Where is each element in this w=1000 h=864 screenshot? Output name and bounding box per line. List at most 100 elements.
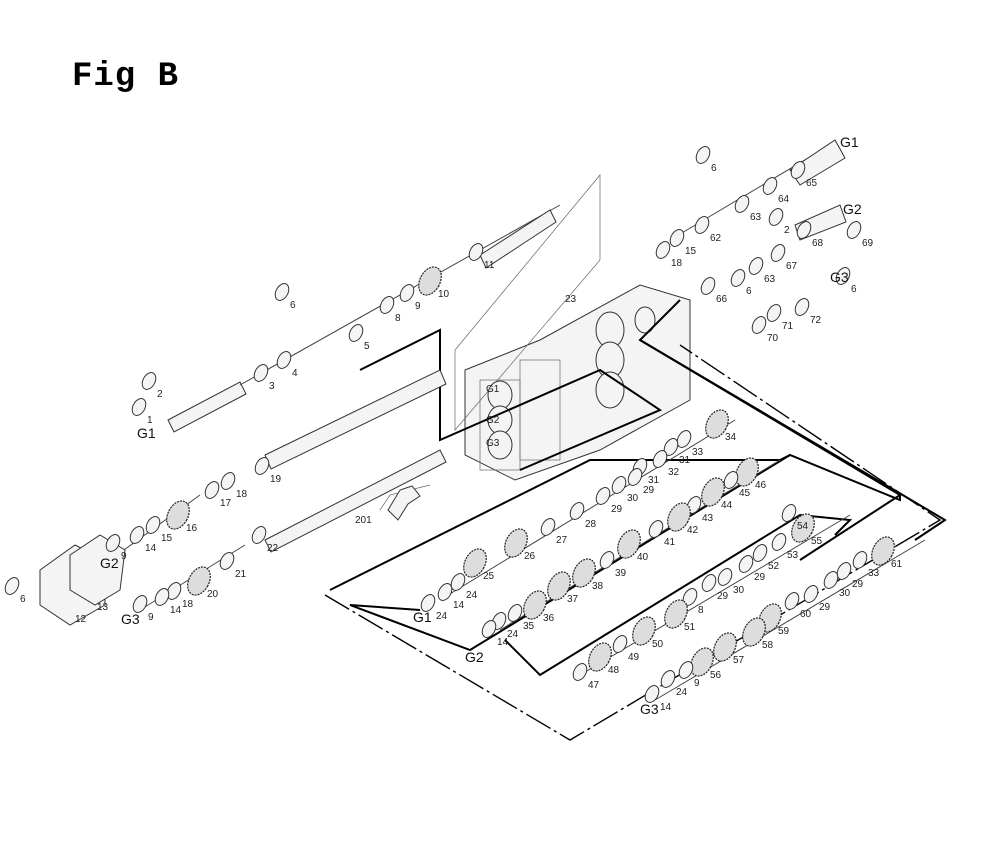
part-29 [836, 562, 852, 580]
part-14 [129, 526, 145, 544]
part-67 [770, 244, 786, 262]
callout-label: 6 [20, 594, 26, 605]
callout-label: 22 [267, 543, 279, 554]
part-26 [504, 528, 528, 558]
gasket-13 [69, 534, 126, 606]
callout-label: 6 [746, 286, 752, 297]
part-18 [166, 582, 182, 600]
callout-label: 53 [787, 550, 799, 561]
part-9 [399, 284, 415, 302]
part-9 [105, 534, 121, 552]
callout-label: 18 [182, 599, 194, 610]
part-20 [187, 566, 211, 596]
part-19 [254, 457, 270, 475]
part-14 [437, 583, 453, 601]
part-65 [790, 161, 806, 179]
figure-title: Fig B [72, 58, 180, 96]
part-25 [463, 548, 487, 578]
gearbox-housing [454, 174, 691, 481]
callout-label: 8 [698, 605, 704, 616]
part-14 [154, 588, 170, 606]
callout-label: 58 [762, 640, 774, 651]
callout-label: 46 [755, 480, 767, 491]
callout-label: 34 [725, 432, 737, 443]
part-28 [569, 502, 585, 520]
part-17 [204, 481, 220, 499]
part-55 [791, 513, 815, 543]
callout-label: 15 [161, 533, 173, 544]
shaft-19 [264, 369, 447, 470]
callout-label: 67 [786, 261, 798, 272]
callout-label: 27 [556, 535, 568, 546]
callout-label: 61 [891, 559, 903, 570]
part-62 [694, 216, 710, 234]
group-label: G1 [137, 425, 156, 441]
part-29 [803, 585, 819, 603]
part-29 [701, 574, 717, 592]
part-18 [220, 472, 236, 490]
callout-label: 21 [235, 569, 247, 580]
callout-label: 62 [710, 233, 722, 244]
part-47 [572, 663, 588, 681]
group-label: G2 [843, 201, 862, 217]
part-51 [664, 599, 688, 629]
callout-label: 5 [364, 341, 370, 352]
callout-label: 66 [716, 294, 728, 305]
part-6 [835, 267, 851, 285]
part-71 [766, 304, 782, 322]
part-29 [595, 487, 611, 505]
part-38 [572, 558, 596, 588]
part-24 [420, 594, 436, 612]
callout-label: 68 [812, 238, 824, 249]
callout-label: 2 [784, 225, 790, 236]
callout-label: 30 [733, 585, 745, 596]
callout-label: 70 [767, 333, 779, 344]
part-52 [752, 544, 768, 562]
part-6 [4, 577, 20, 595]
callout-label: 47 [588, 680, 600, 691]
group-label: G1 [486, 384, 500, 395]
group-label: G3 [830, 269, 849, 285]
callout-label: 4 [292, 368, 298, 379]
callout-label: 14 [170, 605, 182, 616]
part-9 [132, 595, 148, 613]
part-40 [617, 529, 641, 559]
callout-label: 39 [615, 568, 627, 579]
part-32 [652, 450, 668, 468]
part-41 [648, 520, 664, 538]
shaft-22 [264, 449, 447, 553]
callout-label: 64 [778, 194, 790, 205]
callout-label: 6 [290, 300, 296, 311]
callout-label: 10 [438, 289, 450, 300]
callout-label: 20 [207, 589, 219, 600]
part-50 [632, 616, 656, 646]
group-label: G3 [640, 701, 659, 717]
callout-label: 19 [270, 474, 282, 485]
callout-label: 43 [702, 513, 714, 524]
part-72 [794, 298, 810, 316]
part-27 [540, 518, 556, 536]
group-label: G1 [413, 609, 432, 625]
callout-label: 60 [800, 609, 812, 620]
part-24 [660, 670, 676, 688]
callout-label: 45 [739, 488, 751, 499]
callout-label: 2 [157, 389, 163, 400]
callout-label: 48 [608, 665, 620, 676]
part-39 [599, 551, 615, 569]
part-15 [669, 229, 685, 247]
callout-label: 14 [497, 637, 509, 648]
callout-label: 30 [627, 493, 639, 504]
part-30 [611, 476, 627, 494]
callout-label: 49 [628, 652, 640, 663]
callout-label: 29 [717, 591, 729, 602]
group-label: G2 [100, 555, 119, 571]
part-14 [481, 620, 497, 638]
callout-label: 9 [148, 612, 154, 623]
group-label: G2 [465, 649, 484, 665]
callout-label: 9 [121, 551, 127, 562]
group-label: G2 [486, 415, 500, 426]
callout-label: 42 [687, 525, 699, 536]
input-shaft-1 [167, 381, 247, 433]
callout-label: 31 [679, 455, 691, 466]
